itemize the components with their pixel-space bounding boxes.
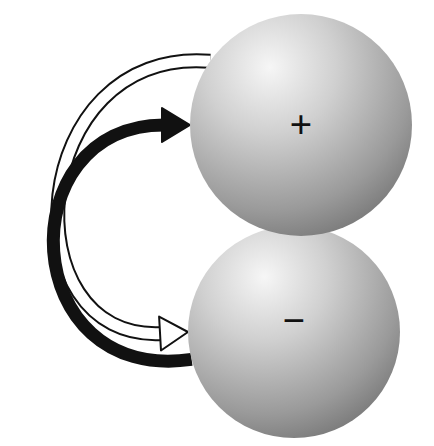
arrow-heads (162, 108, 190, 142)
charge-sign: − (283, 301, 306, 341)
arrow-outline (58, 61, 210, 334)
curved-arrow (58, 61, 210, 351)
arrow-body (58, 61, 210, 334)
arrow-head (159, 317, 188, 351)
arrow-heads (159, 317, 188, 351)
charge-sphere: − (188, 226, 400, 438)
charge-sign: + (290, 105, 313, 145)
curved-arrow (53, 108, 191, 361)
arrow-body (53, 125, 191, 361)
arrow-head (162, 108, 190, 142)
charge-sphere: + (190, 14, 412, 236)
